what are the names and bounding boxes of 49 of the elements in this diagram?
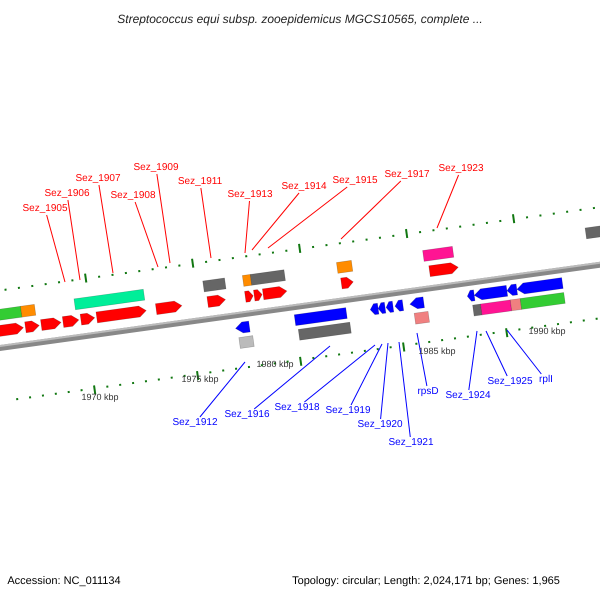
- gene-label: Sez_1908: [110, 190, 156, 202]
- scale-label: 1980 kbp: [256, 358, 294, 370]
- title: Streptococcus equi subsp. zooepidemicus MGCS10565, complete ...: [117, 13, 483, 25]
- leader-line: [156, 174, 170, 264]
- leader-line: [350, 344, 382, 406]
- leader-line: [46, 214, 66, 282]
- leader-line: [398, 342, 411, 438]
- leader-line: [199, 362, 246, 418]
- leader-line: [254, 346, 330, 410]
- gene-label: Sez_1909: [133, 162, 179, 174]
- scale-label: 1990 kbp: [528, 325, 566, 337]
- gene-label: Sez_1918: [274, 402, 320, 414]
- leader-line: [416, 332, 428, 386]
- gene-label: Sez_1914: [281, 181, 327, 193]
- leader-line: [468, 330, 478, 390]
- genome-info-text: Topology: circular; Length: 2,024,171 bp; Genes: 1,965: [292, 575, 560, 587]
- gene-label: rpsD: [417, 386, 439, 398]
- gene-label: Sez_1907: [75, 173, 121, 185]
- leader-line: [486, 330, 508, 376]
- leader-line: [252, 192, 300, 250]
- leader-line: [380, 342, 388, 420]
- leader-line: [200, 188, 212, 258]
- gene-label: Sez_1911: [178, 176, 222, 188]
- leader-line: [67, 200, 80, 280]
- gene-label: Sez_1917: [384, 169, 430, 181]
- gene-label: rplI: [539, 374, 553, 386]
- scale-label: 1975 kbp: [181, 373, 219, 385]
- leader-line: [98, 184, 114, 274]
- gene-label: Sez_1920: [357, 419, 403, 431]
- accession-text: Accession: NC_011134: [7, 575, 121, 587]
- gene-label: Sez_1924: [445, 390, 491, 402]
- gene-label: Sez_1906: [44, 188, 90, 200]
- leader-line: [340, 180, 402, 240]
- leader-line: [134, 202, 158, 268]
- gene-label: Sez_1925: [487, 376, 533, 388]
- leader-line: [304, 344, 376, 402]
- leader-line: [244, 200, 250, 254]
- leader-line: [506, 330, 542, 374]
- gene-label: Sez_1912: [172, 417, 218, 429]
- leader-line: [268, 186, 348, 248]
- gene-label: Sez_1916: [224, 409, 270, 421]
- gene-label: Sez_1915: [332, 175, 378, 187]
- scale-label: 1970 kbp: [81, 391, 119, 403]
- gene-label: Sez_1923: [438, 163, 484, 175]
- gene-label: Sez_1921: [388, 437, 434, 449]
- gene-label: Sez_1919: [325, 405, 371, 417]
- leader-line: [436, 174, 460, 228]
- gene-label: Sez_1905: [22, 203, 68, 215]
- gene-label: Sez_1913: [227, 189, 273, 201]
